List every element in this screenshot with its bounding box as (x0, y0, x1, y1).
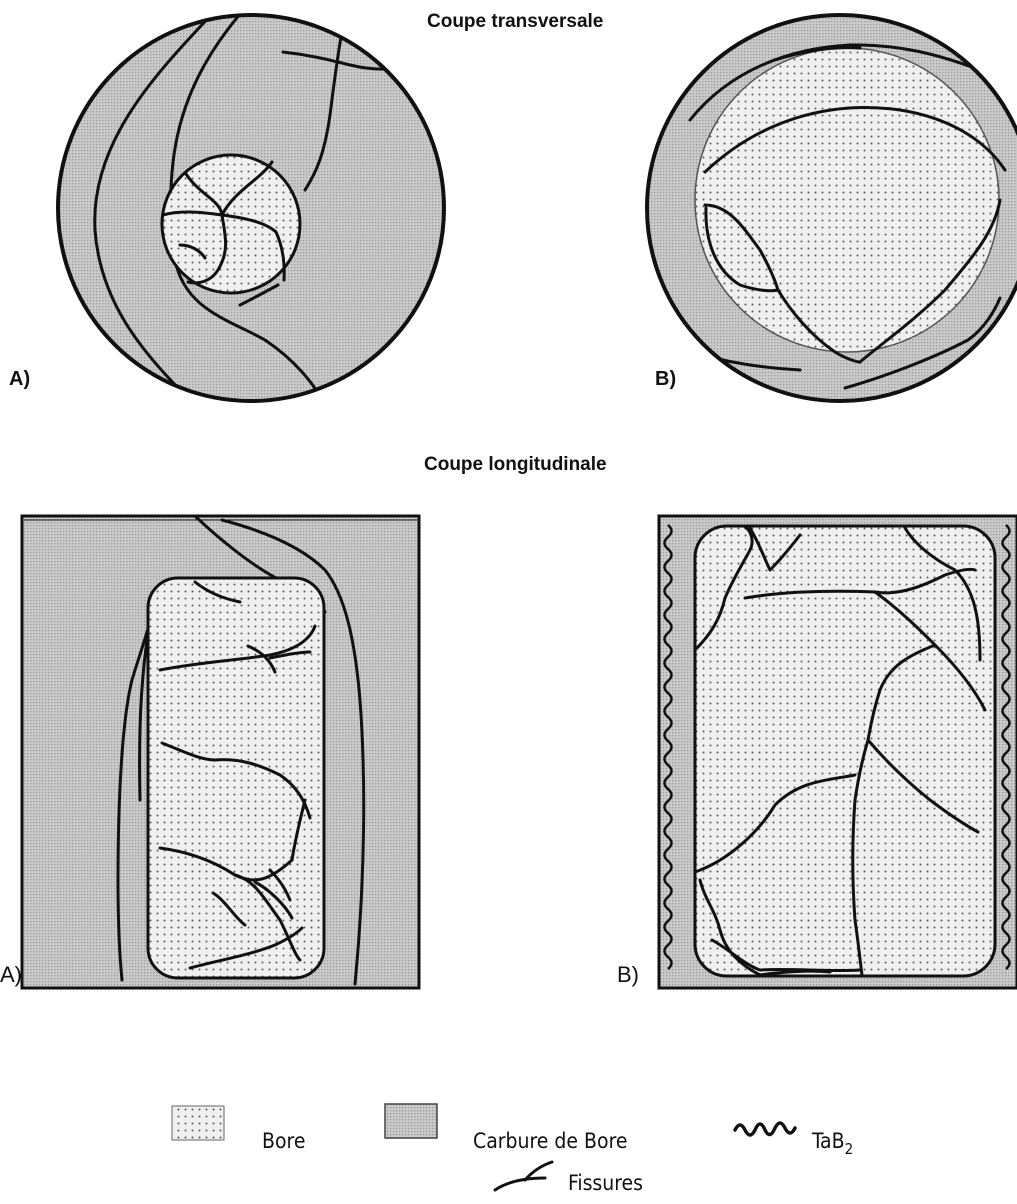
longitudinal-section-title: Coupe longitudinale (424, 454, 607, 475)
crack-icon (495, 1162, 552, 1190)
legend: Bore Carbure de Bore TaB2 Fissures (172, 1104, 853, 1195)
legend-item-fissures: Fissures (495, 1162, 643, 1195)
legend-label-bore: Bore (262, 1129, 305, 1153)
legend-label-fissures: Fissures (568, 1171, 643, 1195)
longitudinal-b-label: B) (617, 962, 639, 987)
legend-item-carbure: Carbure de Bore (385, 1104, 628, 1153)
transverse-b-label: B) (655, 368, 676, 390)
longitudinal-section-b (659, 516, 1017, 988)
legend-label-carbure: Carbure de Bore (473, 1129, 628, 1153)
carbure-swatch (385, 1104, 437, 1138)
transverse-section-title: Coupe transversale (427, 11, 603, 32)
legend-item-bore: Bore (172, 1106, 305, 1153)
legend-label-tab2: TaB2 (811, 1129, 853, 1158)
longitudinal-a-label: A) (0, 962, 22, 987)
bore-swatch (172, 1106, 224, 1140)
transverse-a-label: A) (9, 368, 30, 390)
tab2-wavy-icon (735, 1123, 795, 1135)
longitudinal-section-a (22, 516, 419, 988)
transverse-section-b (647, 15, 1017, 401)
legend-item-tab2: TaB2 (735, 1123, 853, 1158)
transverse-section-a (58, 14, 444, 405)
